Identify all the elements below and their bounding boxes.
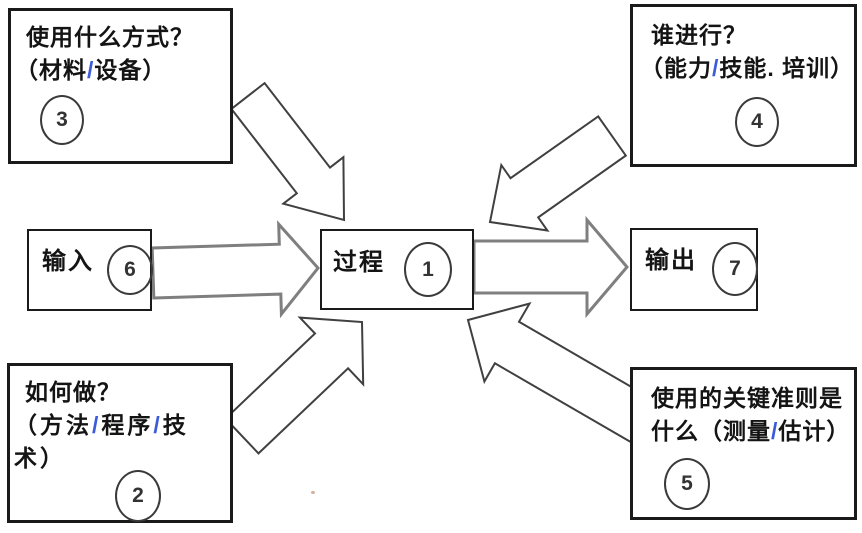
box-criteria: 使用的关键准则是 什么（测量/估计） xyxy=(630,367,857,520)
arrow-criteria-to-process xyxy=(466,302,658,445)
number-circle-3: 3 xyxy=(40,95,84,145)
number-6: 6 xyxy=(124,258,136,281)
speck-artifact xyxy=(311,491,315,494)
box-how-line3: 术） xyxy=(14,445,66,471)
slash-separator: / xyxy=(87,57,95,83)
number-circle-4: 4 xyxy=(735,97,779,147)
box-criteria-line1: 使用的关键准则是 xyxy=(651,385,843,411)
arrow-input-to-process xyxy=(150,220,320,319)
arrow-process-to-output xyxy=(472,215,629,319)
box-who-line2: （能力/技能. 培训） xyxy=(640,55,855,81)
number-3: 3 xyxy=(56,108,68,131)
number-circle-7: 7 xyxy=(712,242,758,296)
box-method-line2: （材料/设备） xyxy=(15,57,167,83)
number-circle-5: 5 xyxy=(664,458,710,510)
arrow-method-to-process xyxy=(229,81,346,222)
number-7: 7 xyxy=(729,257,741,280)
box-who-line1: 谁进行？ xyxy=(651,22,747,48)
slash-separator: / xyxy=(712,55,720,81)
box-output-label: 输出 xyxy=(645,247,697,274)
arrow-who-to-process xyxy=(488,115,628,232)
box-how-line2: （方法/程序/技 xyxy=(14,412,189,438)
slash-separator: / xyxy=(771,418,779,444)
slash-separator: / xyxy=(153,412,163,438)
box-process-label: 过程 xyxy=(333,249,385,276)
number-circle-6: 6 xyxy=(107,245,153,295)
number-1: 1 xyxy=(422,257,434,281)
box-criteria-line2: 什么（测量/估计） xyxy=(651,418,851,444)
number-circle-2: 2 xyxy=(115,470,161,522)
box-method-line1: 使用什么方式？ xyxy=(26,24,194,50)
box-method: 使用什么方式？ （材料/设备） xyxy=(8,8,233,164)
number-2: 2 xyxy=(132,484,144,507)
box-how-line1: 如何做？ xyxy=(25,379,121,405)
number-5: 5 xyxy=(681,472,693,495)
number-4: 4 xyxy=(751,110,763,133)
number-circle-1: 1 xyxy=(404,242,452,297)
box-input-label: 输入 xyxy=(42,248,94,275)
arrow-how-to-process xyxy=(224,316,365,455)
slash-separator: / xyxy=(92,412,102,438)
